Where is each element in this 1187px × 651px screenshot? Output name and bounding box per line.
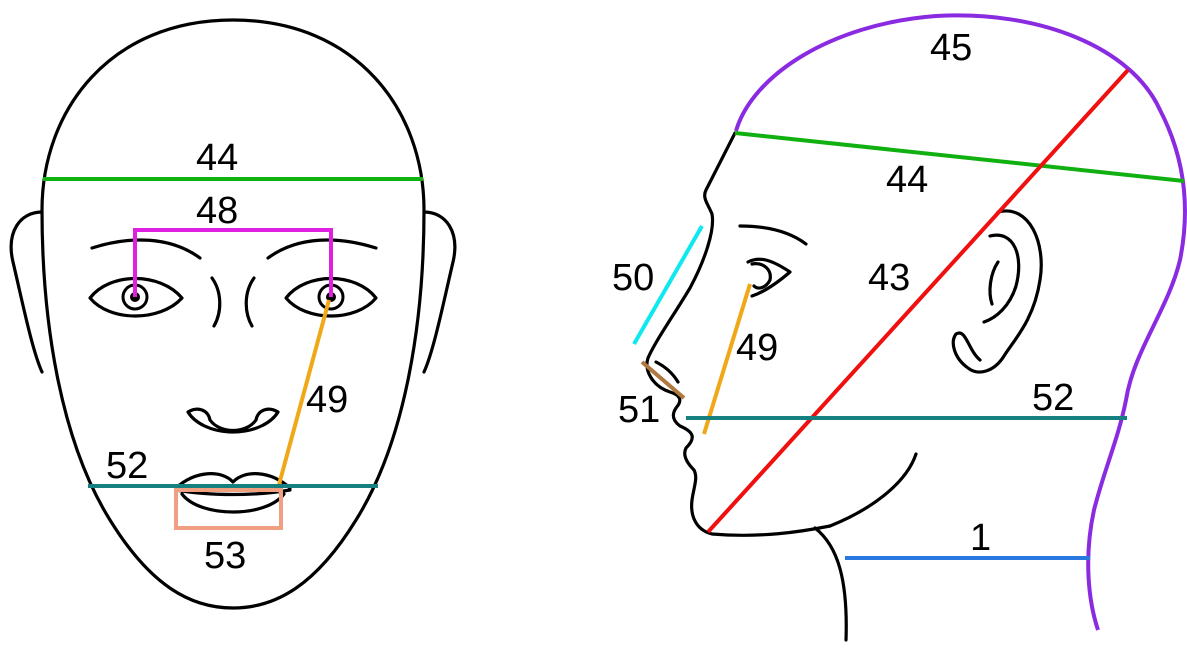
- nostril: [654, 360, 680, 384]
- side-measurements: [632, 68, 1185, 560]
- side-eye-iris: [750, 262, 772, 290]
- left-ear: [9, 210, 44, 374]
- right-ear: [422, 210, 457, 374]
- label-48-front: 48: [196, 190, 238, 232]
- upper-lip: [174, 472, 292, 490]
- label-52-side: 52: [1032, 377, 1074, 419]
- measure-49-front: [275, 299, 331, 493]
- front-measurements: [43, 177, 423, 530]
- measure-53-box: [174, 488, 283, 530]
- label-50: 50: [612, 257, 654, 299]
- side-eye: [746, 257, 792, 298]
- measure-45-outline: [734, 13, 1187, 631]
- head-outline-front: [40, 18, 426, 610]
- neck-front: [813, 526, 848, 642]
- label-52-front: 52: [106, 445, 148, 487]
- front-view-face: [9, 18, 457, 610]
- side-ear-fold: [988, 260, 1000, 306]
- label-44-front: 44: [196, 137, 238, 179]
- jaw-line: [828, 452, 918, 528]
- measure-44-side: [734, 131, 1185, 183]
- face-profile: [645, 131, 832, 537]
- side-eyebrow: [738, 224, 808, 246]
- side-labels: 45 44 50 43 49 51 52 1: [612, 27, 1074, 559]
- measure-50: [632, 225, 704, 345]
- label-49-front: 49: [306, 379, 348, 421]
- label-44-side: 44: [886, 159, 928, 201]
- right-eye: [284, 277, 378, 318]
- lower-lip: [180, 492, 286, 514]
- measure-48-bracket: [133, 228, 333, 297]
- label-45: 45: [930, 27, 972, 69]
- side-view-face: [645, 131, 1043, 642]
- left-eyebrow: [90, 238, 202, 260]
- label-43: 43: [868, 257, 910, 299]
- side-ear: [951, 209, 1043, 374]
- measure-43: [706, 68, 1130, 534]
- label-53-front: 53: [204, 535, 246, 577]
- side-ear-inner: [982, 233, 1021, 324]
- label-1: 1: [970, 517, 991, 559]
- nose-base: [186, 407, 280, 434]
- label-51: 51: [618, 389, 660, 431]
- label-49-side: 49: [736, 327, 778, 369]
- front-labels: 44 48 49 52 53: [106, 137, 348, 577]
- right-eyebrow: [266, 238, 378, 260]
- measure-49-side: [702, 283, 752, 435]
- left-eye: [88, 277, 184, 318]
- nose-bridge-left: [210, 276, 222, 328]
- nose-bridge-right: [244, 276, 256, 328]
- measure-51: [640, 360, 686, 400]
